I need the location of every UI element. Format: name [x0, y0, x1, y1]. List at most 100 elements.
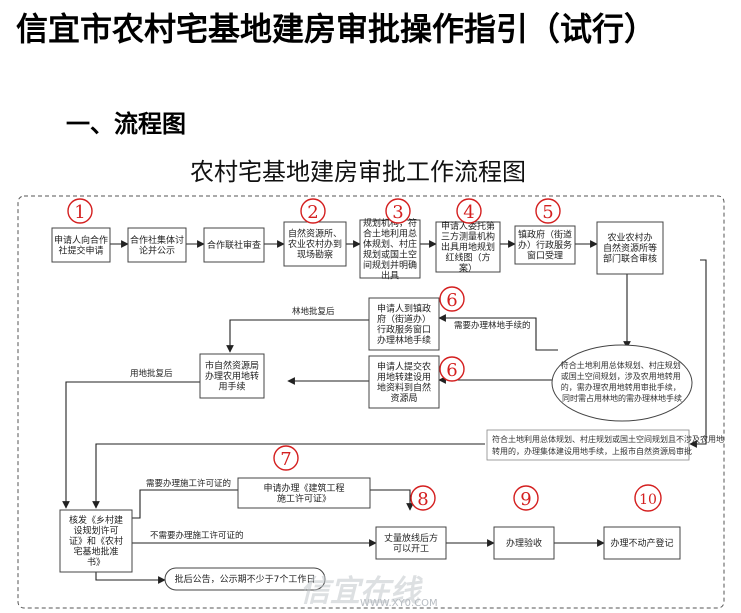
- box-text-line: 镇政府（街道: [518, 229, 572, 241]
- process-boxes: 申请人向合作社提交申请合作社集体讨论并公示合作联社审查自然资源所、农业农村办到现…: [51, 217, 681, 591]
- box-text-line: 宅基地批准: [73, 546, 118, 558]
- forest-note-line-4: 同时需占用林地的需办理林地手续: [562, 393, 682, 403]
- watermark-url: WWW.XY0.COM: [360, 598, 438, 609]
- box-text-line: 农业农村办到: [288, 238, 342, 250]
- box-text-line: 核发《乡村建: [69, 514, 123, 526]
- box-text-line: 申请人委托第: [441, 220, 495, 232]
- step-number-10: 10: [634, 484, 662, 512]
- box-text-line: 体规划、村庄: [363, 238, 417, 250]
- box-text-line: 办理农用地转: [205, 370, 259, 382]
- step-number-5: 5: [535, 198, 561, 224]
- box-text-line: 农业农村办: [607, 232, 652, 244]
- label-no-permit: 不需要办理施工许可证的: [150, 530, 244, 541]
- svg-text:1: 1: [74, 202, 85, 223]
- label-farmland-approved: 用地批复后: [130, 368, 173, 379]
- step-numbers: 1 2 3 4 5 6 6 7 8 9 10: [67, 198, 662, 512]
- box-text-line: 市自然资源局: [205, 360, 259, 372]
- step-number-2: 2: [300, 198, 326, 224]
- box-text-line: 办理不动产登记: [610, 537, 673, 549]
- box-text-line: 自然资源所、: [288, 228, 342, 240]
- step-number-3: 3: [385, 198, 411, 224]
- box-text-line: 申请人到镇政: [377, 302, 431, 314]
- process-box-b16: 办理不动产登记: [603, 526, 681, 560]
- box-text-line: 行政服务窗口: [377, 323, 431, 335]
- box-text-line: 合土地利用总: [363, 227, 417, 239]
- box-text-line: 现场勘察: [297, 249, 333, 261]
- box-text-line: 办理验收: [506, 537, 542, 549]
- box-text-line: 间规划并明确: [363, 259, 417, 271]
- box-text-line: 办理林地手续: [377, 334, 431, 346]
- box-text-line: 规划或国土空: [363, 248, 417, 260]
- svg-text:6: 6: [446, 290, 457, 311]
- svg-text:10: 10: [639, 492, 657, 508]
- direct-note-line-2: 转用的，办理集体建设用地手续，上报市自然资源局审批: [492, 446, 692, 456]
- step-number-6a: 6: [439, 286, 465, 312]
- box-text-line: 论并公示: [139, 244, 175, 256]
- box-text-line: 地资料到自然: [377, 381, 431, 393]
- box-text-line: 案）: [459, 262, 477, 274]
- box-text-line: 书》: [87, 557, 105, 568]
- box-text-line: 申请人提交农: [377, 360, 431, 372]
- watermark-logo: 信宜在线: [300, 574, 420, 609]
- box-text-line: 出具用地规划: [441, 241, 495, 253]
- svg-text:3: 3: [392, 202, 403, 223]
- step-number-4: 4: [456, 198, 482, 224]
- box-text-line: 申请办理《建筑工程: [263, 482, 344, 494]
- step-number-9: 9: [513, 485, 539, 511]
- svg-text:9: 9: [520, 489, 531, 510]
- step-number-7: 7: [273, 445, 299, 471]
- forest-note-line-2: 或国土空间规划，涉及农用地转用: [561, 371, 681, 381]
- svg-text:4: 4: [463, 202, 474, 223]
- box-text-line: 社提交申请: [58, 244, 103, 256]
- flowchart-title: 农村宅基地建房审批工作流程图: [190, 158, 526, 186]
- box-text-line: 合作社集体讨: [130, 234, 184, 246]
- process-box-b15: 办理验收: [493, 526, 555, 560]
- box-text-line: 部门联合审核: [603, 253, 657, 265]
- box-text-line: 资源局: [390, 393, 417, 404]
- box-text-line: 合作联社审查: [207, 239, 261, 251]
- box-text-line: 用地转建设用: [377, 371, 431, 383]
- label-need-permit: 需要办理施工许可证的: [146, 478, 231, 489]
- svg-text:符合土地利用总体规划、村庄规划或国土空间规划且不涉及农用地: 符合土地利用总体规划、村庄规划或国土空间规划且不涉及农用地 转用的，办理集体建设…: [492, 434, 727, 456]
- box-text-line: 可以开工: [393, 543, 429, 554]
- box-text-line: 申请人向合作: [54, 234, 108, 246]
- label-forest-approved: 林地批复后: [292, 306, 335, 317]
- svg-text:7: 7: [280, 449, 291, 470]
- box-text-line: 窗口受理: [527, 250, 563, 262]
- box-text-line: 办）行政服务: [518, 239, 572, 251]
- step-number-6b: 6: [439, 356, 465, 382]
- forest-note: 符合土地利用总体规划、村庄规划 或国土空间规划，涉及农用地转用 的，需办理农用地…: [551, 344, 693, 422]
- box-text-line: 府（街道办）: [377, 313, 431, 325]
- flowchart-connectors: [62, 240, 707, 584]
- process-box-b3: 合作联社审查: [203, 227, 265, 263]
- box-text-line: 用手续: [218, 381, 245, 393]
- forest-note-line-1: 符合土地利用总体规划、村庄规划: [561, 360, 681, 370]
- direct-note: 符合土地利用总体规划、村庄规划或国土空间规划且不涉及农用地 转用的，办理集体建设…: [486, 429, 727, 461]
- box-text-line: 三方测量机构: [441, 231, 495, 243]
- box-text-line: 施工许可证》: [277, 492, 331, 504]
- box-text-line: 自然资源所等: [603, 242, 657, 254]
- svg-text:5: 5: [542, 202, 553, 223]
- flowchart-frame: [17, 195, 725, 609]
- section-heading: 一、流程图: [66, 110, 186, 138]
- box-text-line: 证》和《农村: [69, 535, 123, 547]
- step-number-1: 1: [67, 198, 93, 224]
- box-text-line: 丈量放线后方: [384, 532, 438, 544]
- document-title: 信宜市农村宅基地建房审批操作指引（试行）: [16, 10, 657, 48]
- svg-text:6: 6: [446, 360, 457, 381]
- box-text-line: 红线图（方: [445, 252, 490, 264]
